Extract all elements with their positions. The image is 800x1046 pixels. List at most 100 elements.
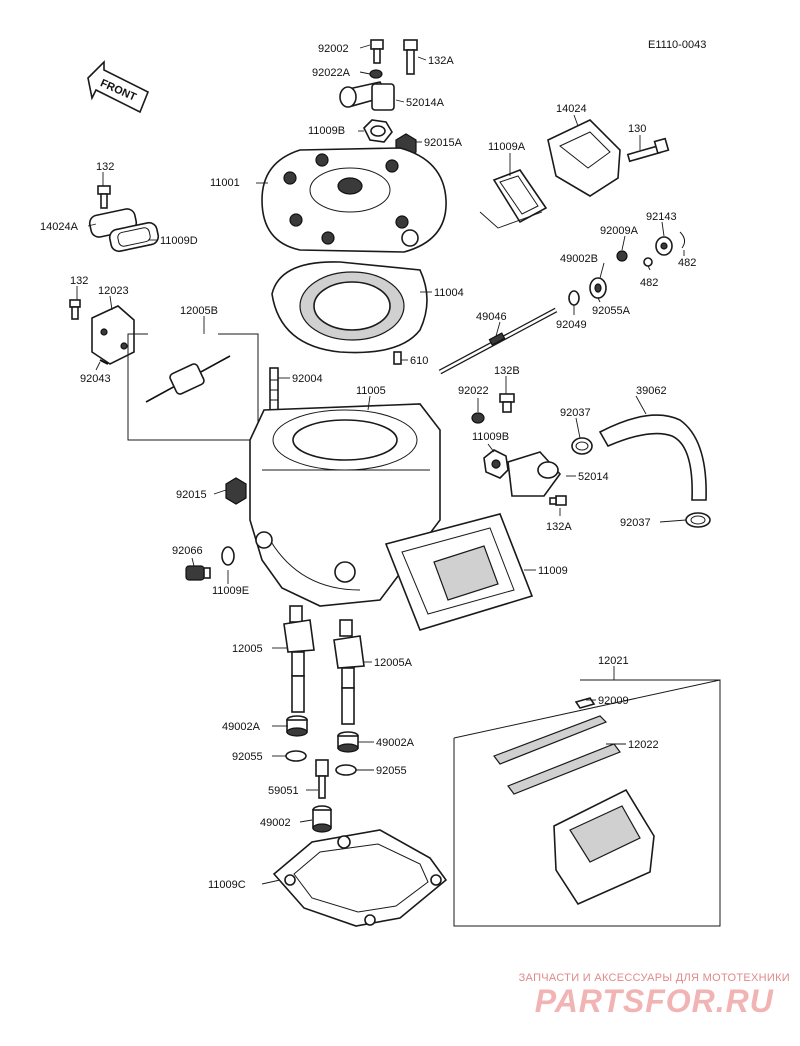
base-gasket-11009c <box>272 829 448 927</box>
label-49002a-left: 49002A <box>222 721 261 733</box>
bolt-92002 <box>370 39 384 64</box>
label-11001: 11001 <box>210 177 240 189</box>
collar-92143 <box>655 236 673 256</box>
water-outlet-52014a <box>339 81 395 111</box>
label-482-a: 482 <box>640 277 658 289</box>
label-12023: 12023 <box>98 285 129 297</box>
seal-49002 <box>312 805 332 833</box>
label-92037-bot: 92037 <box>620 517 651 529</box>
label-92022a: 92022A <box>312 67 351 79</box>
label-130: 130 <box>628 123 646 135</box>
label-92066: 92066 <box>172 545 203 557</box>
label-11009e: 11009E <box>212 585 249 597</box>
washer-92022a <box>369 69 383 79</box>
bolt-132a-top <box>403 39 418 75</box>
diagram-code: E1110-0043 <box>648 39 706 51</box>
front-arrow-icon: FRONT <box>87 60 150 114</box>
label-52014a: 52014A <box>406 97 445 109</box>
cylinder-head-11001 <box>261 147 447 253</box>
bolt-132b <box>499 393 515 413</box>
fitting-52014 <box>507 451 562 497</box>
label-482-b: 482 <box>678 257 696 269</box>
head-gasket-11004 <box>271 261 428 354</box>
label-92037-top: 92037 <box>560 407 591 419</box>
label-11009b-mid: 11009B <box>472 431 509 443</box>
clamp-92037-bot <box>685 512 711 528</box>
washer-92022 <box>471 412 485 424</box>
valve-12005 <box>283 605 315 713</box>
rod-49046 <box>438 307 558 375</box>
watermark-subtitle: ЗАПЧАСТИ И АКСЕССУАРЫ ДЛЯ МОТОТЕХНИКИ <box>518 972 790 984</box>
gasket-11009d <box>108 221 160 253</box>
label-92009: 92009 <box>598 695 629 707</box>
label-92055a: 92055A <box>592 305 631 317</box>
label-92002: 92002 <box>318 43 349 55</box>
oring-11009b-top <box>363 119 393 143</box>
label-132a-top: 132A <box>428 55 454 67</box>
label-12005: 12005 <box>232 643 263 655</box>
label-92015: 92015 <box>176 489 207 501</box>
label-132-b: 132 <box>70 275 88 287</box>
seal-49002a-left <box>286 715 308 737</box>
label-14024: 14024 <box>556 103 587 115</box>
seal-49002a-right <box>337 731 359 753</box>
label-610: 610 <box>410 355 428 367</box>
clamp-92037-top <box>571 437 593 455</box>
oring-92055-left <box>285 750 307 762</box>
bolt-132a-mid <box>549 495 567 506</box>
label-92015a: 92015A <box>424 137 463 149</box>
bolt-130 <box>626 137 670 163</box>
bracket-12023 <box>91 305 135 365</box>
label-49002: 49002 <box>260 817 291 829</box>
seal-49002b <box>589 277 607 299</box>
reed-petals-12022 <box>493 697 621 795</box>
label-92055-right: 92055 <box>376 765 407 777</box>
label-11009d: 11009D <box>160 235 198 247</box>
label-92043: 92043 <box>80 373 111 385</box>
gasket-11009a <box>479 169 548 229</box>
label-49002b: 49002B <box>560 253 598 265</box>
label-14024a: 14024A <box>40 221 79 233</box>
label-92004: 92004 <box>292 373 323 385</box>
label-39062: 39062 <box>636 385 667 397</box>
label-11009: 11009 <box>538 565 568 577</box>
clip-482-a <box>643 257 653 267</box>
label-12021: 12021 <box>598 655 629 667</box>
valve-12005a <box>333 619 365 725</box>
label-12005b: 12005B <box>180 305 218 317</box>
label-11009c: 11009C <box>208 879 246 891</box>
label-11009b-top: 11009B <box>308 125 345 137</box>
plug-92066 <box>185 565 211 581</box>
label-132a-mid: 132A <box>546 521 572 533</box>
label-132-left: 132 <box>96 161 114 173</box>
gasket-11009 <box>384 513 534 631</box>
reed-cage-12021 <box>553 788 655 906</box>
label-11004: 11004 <box>434 287 464 299</box>
rod-92043 <box>99 359 109 365</box>
label-11009a: 11009A <box>488 141 526 153</box>
label-92049: 92049 <box>556 319 587 331</box>
clip-482-b <box>679 231 686 249</box>
leader-lines <box>76 44 687 885</box>
label-49002a-right: 49002A <box>376 737 415 749</box>
label-59051: 59051 <box>268 785 299 797</box>
oring-92049 <box>568 290 580 306</box>
watermark-brand: PARTSFOR.RU <box>534 983 774 1019</box>
reed-valve-box-12021 <box>453 679 721 927</box>
bolt-92009a <box>616 250 628 262</box>
valve-box-12005b <box>127 333 259 441</box>
label-92022: 92022 <box>458 385 489 397</box>
pin-610 <box>393 351 402 365</box>
label-132b: 132B <box>494 365 520 377</box>
cover-14024 <box>547 119 621 197</box>
label-92009a: 92009A <box>600 225 639 237</box>
watermark: ЗАПЧАСТИ И АКСЕССУАРЫ ДЛЯ МОТОТЕХНИКИ PA… <box>519 972 790 1018</box>
gear-shaft-59051 <box>315 759 329 799</box>
label-49046: 49046 <box>476 311 507 323</box>
label-12005a: 12005A <box>374 657 413 669</box>
washer-11009e <box>221 546 235 566</box>
oring-11009b-mid <box>483 449 509 479</box>
label-12022: 12022 <box>628 739 659 751</box>
oring-92055-right <box>335 764 357 776</box>
